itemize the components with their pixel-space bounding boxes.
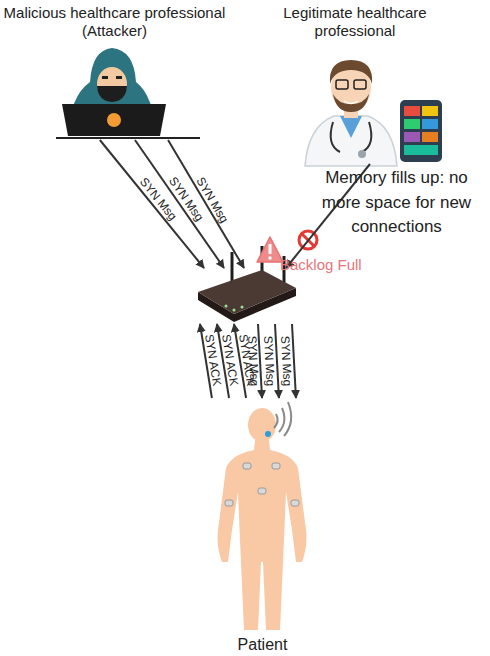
sensor [225, 500, 233, 506]
sensor [291, 500, 299, 506]
mask [97, 86, 127, 102]
sensor [272, 463, 280, 469]
warning-sign [257, 237, 283, 262]
tablet-tile [404, 119, 420, 129]
message-arrow [168, 140, 244, 268]
tablet-tile [404, 106, 420, 116]
laptop-logo [107, 113, 121, 127]
beard [333, 94, 369, 112]
message-arrow [275, 324, 279, 398]
tablet-tile [404, 145, 438, 155]
smile [344, 101, 358, 104]
node-label: Patient [205, 635, 320, 654]
stethoscope-head [358, 150, 366, 158]
attacker-figure [56, 48, 200, 138]
sensor [258, 488, 266, 494]
router-node: Backlog Full [196, 268, 296, 324]
message-arrow [292, 324, 296, 398]
implant-dot [265, 431, 271, 437]
shirt [340, 116, 362, 138]
tablet-tile [422, 132, 438, 142]
node-heading: Legitimate healthcare professional [255, 4, 455, 40]
router-light [233, 309, 236, 312]
wifi-waves [274, 402, 291, 436]
node-heading: Malicious healthcare professional (Attac… [2, 4, 227, 40]
sensor [243, 463, 251, 469]
white-coat [305, 116, 397, 166]
warning-triangle [257, 237, 283, 262]
laptop [62, 104, 166, 136]
eye [116, 76, 122, 79]
router-top [198, 270, 296, 314]
tablet-tile [422, 119, 438, 129]
tablet-tile [404, 132, 420, 142]
router-light [241, 306, 244, 309]
doctor-figure [305, 60, 442, 166]
warning-dot [268, 256, 271, 259]
annotation-text: Memory fills up: no more space for new c… [305, 166, 488, 240]
desk-line [56, 137, 200, 139]
body [218, 440, 307, 630]
warning-mark [269, 244, 272, 254]
eye [102, 76, 108, 79]
warning-text: Backlog Full [280, 256, 362, 274]
patient-figure [218, 402, 307, 630]
face [97, 67, 127, 101]
glasses [354, 80, 366, 89]
router-light [225, 305, 228, 308]
head [248, 408, 276, 442]
stethoscope [331, 122, 372, 152]
attacker-node: Malicious healthcare professional (Attac… [2, 4, 227, 140]
tablet [400, 100, 442, 162]
edge-label: SYN Msg [279, 336, 294, 387]
tablet-tile [422, 106, 438, 116]
glasses [336, 80, 348, 89]
patient-node: Patient [205, 398, 320, 654]
legitimate-user-node: Legitimate healthcare professional [255, 4, 455, 164]
edge-label: SYN Msg [262, 336, 277, 387]
